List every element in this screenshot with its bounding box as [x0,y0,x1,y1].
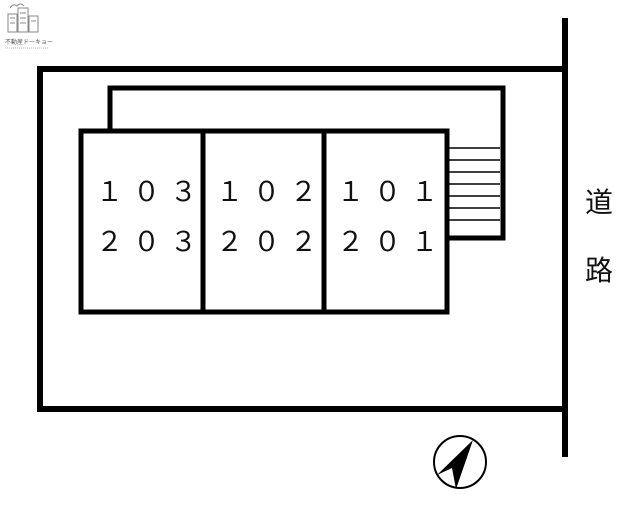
logo-text: 不動産ドーキョー [5,38,53,46]
unit-103-203: １０３ ２０３ [96,177,207,258]
road-label-char-2: 路 [585,254,613,287]
unit-label-101: １０１ [337,177,448,208]
unit-label-203: ２０３ [96,227,207,258]
unit-label-202: ２０２ [216,227,327,258]
unit-101-201: １０１ ２０１ [337,177,448,258]
unit-102-202: １０２ ２０２ [216,177,327,258]
north-arrow-icon [433,435,487,489]
building-logo-icon [7,3,39,33]
site-boundary [37,66,568,412]
staircase [448,147,500,221]
unit-label-103: １０３ [96,177,207,208]
company-logo: 不動産ドーキョー [5,3,53,49]
building-outline [78,128,450,315]
road-label-char-1: 道 [585,186,613,219]
unit-label-102: １０２ [216,177,327,208]
unit-label-201: ２０１ [337,227,448,258]
